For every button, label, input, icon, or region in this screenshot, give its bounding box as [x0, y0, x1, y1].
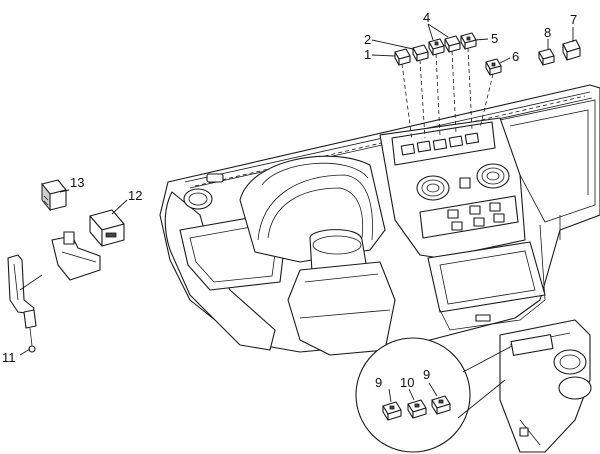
module-13: [41, 179, 67, 212]
switch-8: [538, 48, 555, 66]
switch-4a: [428, 38, 445, 56]
callout-13: 13: [70, 175, 84, 190]
switch-2: [412, 44, 429, 62]
top-switch-row: [394, 32, 502, 141]
callout-10: 10: [400, 375, 414, 390]
switch-1: [394, 48, 411, 66]
switch-4b: [444, 35, 461, 53]
callout-11: 11: [2, 350, 16, 365]
switch-5: [460, 32, 477, 50]
callout-labels: 1 2 4 5 6 7 8 11 12 13 9 10 9: [2, 10, 577, 390]
callout-2: 2: [364, 32, 371, 47]
callout-1: 1: [364, 47, 371, 62]
switch-10: [407, 399, 427, 419]
bracket-assembly: [7, 231, 101, 353]
switch-9-left: [382, 401, 402, 421]
callout-9-right: 9: [423, 367, 430, 382]
center-console: [379, 117, 546, 331]
callout-7: 7: [570, 12, 577, 27]
module-12: [89, 209, 125, 247]
switch-6: [485, 58, 502, 76]
callout-9-left: 9: [375, 375, 382, 390]
detail-magnifier: [355, 337, 513, 453]
callout-5: 5: [491, 31, 498, 46]
instrument-cluster: [239, 155, 396, 356]
callout-4: 4: [423, 10, 430, 25]
callout-leaders: [19, 23, 574, 356]
switch-9-right: [431, 395, 451, 415]
switch-7: [562, 39, 581, 61]
callout-6: 6: [512, 49, 519, 64]
floor-console: [499, 319, 592, 453]
callout-8: 8: [544, 25, 551, 40]
callout-12: 12: [128, 188, 142, 203]
